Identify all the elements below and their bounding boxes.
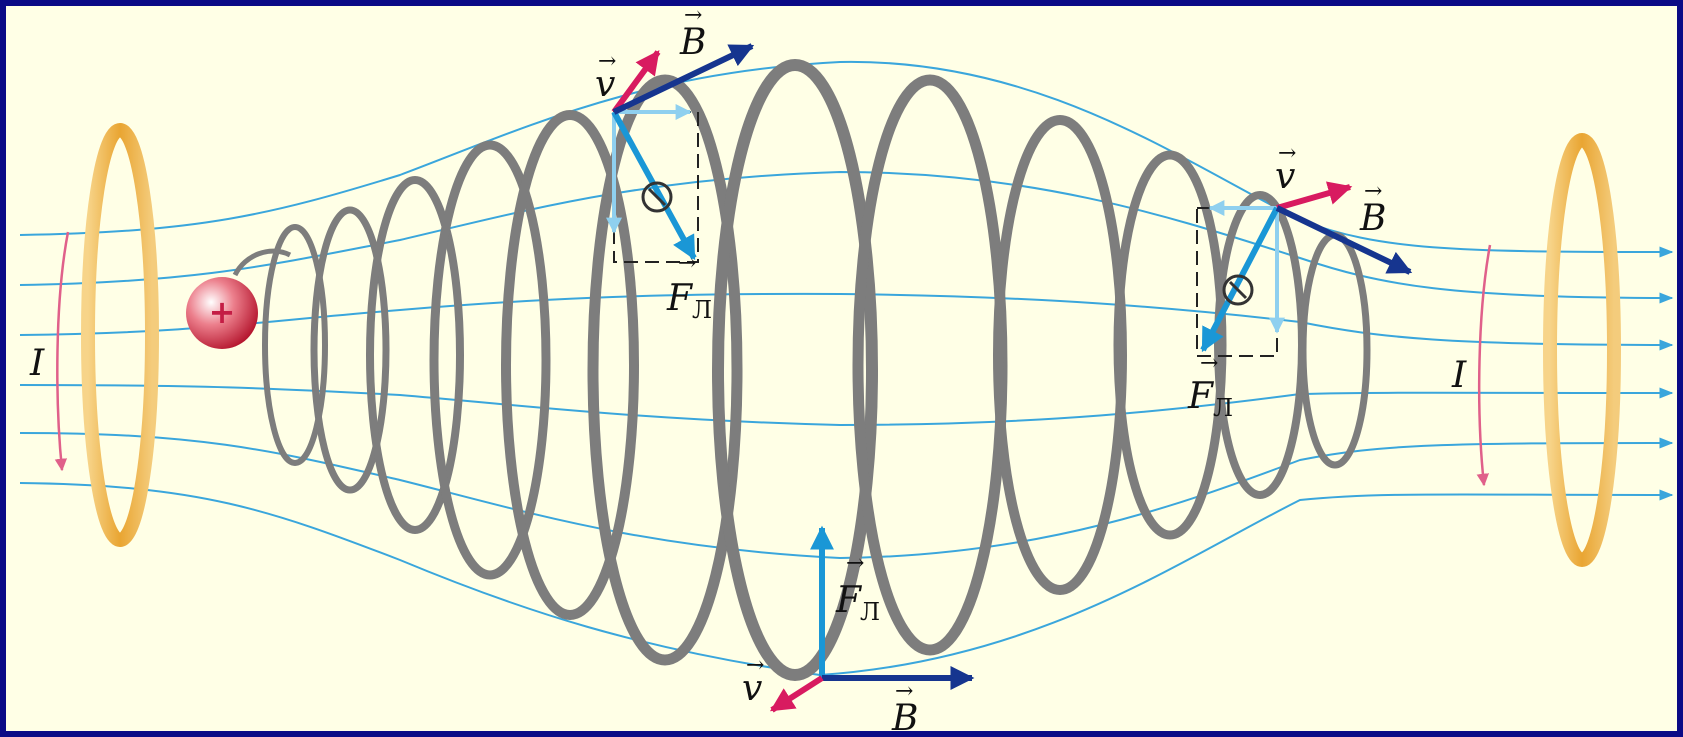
top-force-vector <box>611 110 697 261</box>
bottom-vector-triad: → F Л → v → B <box>742 525 975 737</box>
right-vector-triad: → v → B → F Л <box>1187 141 1413 422</box>
bottom-velocity-vector-mark: → <box>746 653 764 678</box>
right-velocity-vector-mark: → <box>1278 141 1296 166</box>
top-force-subscript: Л <box>692 296 712 324</box>
top-field-label: B <box>679 22 706 63</box>
right-force-vector <box>1200 206 1280 353</box>
right-force-subscript: Л <box>1213 394 1233 422</box>
helix-loop <box>587 74 743 666</box>
top-gyration-sign <box>641 181 673 213</box>
top-field-vector-mark: → <box>684 3 702 28</box>
top-velocity-vector-mark: → <box>598 49 616 74</box>
right-field-vector <box>1275 205 1413 275</box>
bottom-velocity-label: v <box>742 668 762 709</box>
bottom-force-subscript: Л <box>860 598 880 626</box>
right-gyration-sign <box>1222 274 1254 306</box>
helix-loop <box>852 74 1008 656</box>
helix-loop <box>429 140 551 580</box>
helix-loop <box>366 176 464 534</box>
top-vector-triad: → v → B → F Л <box>595 3 755 324</box>
field-line <box>19 384 1674 427</box>
bottom-field-vector-mark: → <box>895 679 913 704</box>
charge-sign: + <box>209 293 236 331</box>
bottom-field-label: B <box>891 698 918 737</box>
helix-loop <box>262 224 328 466</box>
positive-charge: + <box>186 277 258 349</box>
right-force-vector-mark: → <box>1200 351 1218 376</box>
left-current-label: I <box>29 343 45 384</box>
helix-lead <box>232 248 292 277</box>
field-line <box>19 60 1674 258</box>
field-line <box>19 292 1674 351</box>
right-field-vector-mark: → <box>1364 179 1382 204</box>
top-force-vector-mark: → <box>678 251 696 276</box>
helical-trajectory <box>232 59 1371 681</box>
right-field-label: B <box>1359 198 1386 239</box>
right-force-label: F <box>1187 376 1215 417</box>
helix-loop <box>501 110 639 620</box>
top-velocity-label: v <box>595 64 615 105</box>
right-velocity-vector <box>1276 181 1353 211</box>
bottom-force-label: F <box>835 580 863 621</box>
left-current-coil <box>81 123 159 547</box>
bottom-velocity-vector <box>769 675 824 713</box>
right-current-coil <box>1543 133 1621 567</box>
left-current-arrow <box>54 231 70 472</box>
helix-loop <box>712 59 878 681</box>
helix-loop <box>993 115 1127 595</box>
right-current-label: I <box>1451 355 1467 396</box>
bottom-force-vector-mark: → <box>846 551 864 576</box>
field-line <box>19 170 1674 304</box>
top-force-label: F <box>666 278 694 319</box>
right-velocity-label: v <box>1275 156 1295 197</box>
right-current-arrow <box>1476 244 1492 487</box>
helix-loop <box>310 206 390 494</box>
top-field-vector <box>612 43 755 115</box>
top-velocity-vector <box>611 50 661 114</box>
